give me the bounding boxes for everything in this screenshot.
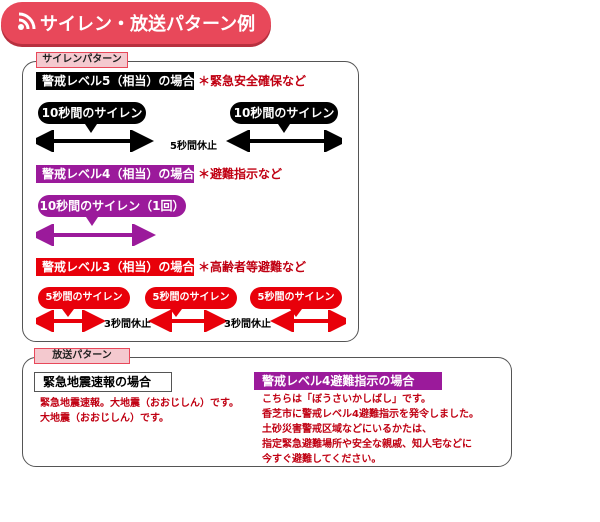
bubble-tail (278, 124, 290, 133)
level4-broadcast-message: こちらは「ぼうさいかしばし」です。 香芝市に警戒レベル4避難指示を発令しました。… (262, 392, 479, 467)
bubble-tail (86, 217, 98, 226)
page-title: サイレン・放送パターン例 (40, 14, 256, 35)
level3-rest-label-1: 3秒間休止 (104, 319, 151, 330)
earthquake-message-line: 緊急地震速報。大地震（おおじしん）です。 (40, 398, 239, 409)
level5-duration-arrows (36, 130, 342, 152)
broadcast-pattern-tab: 放送パターン (34, 348, 130, 364)
level4-message-line: 今すぐ避難してください。 (262, 454, 382, 465)
siren-sound-icon (18, 12, 36, 30)
level4-broadcast-title: 警戒レベル4避難指示の場合 (254, 372, 442, 390)
level4-message-line: 土砂災害警戒区域などにいるかたは、 (262, 424, 432, 435)
earthquake-message-line: 大地震（おおじしん）です。 (40, 413, 169, 424)
level3-label: 警戒レベル3（相当）の場合 (36, 258, 194, 276)
level4-duration-arrow (36, 224, 156, 246)
siren-pattern-tab: サイレンパターン (36, 52, 128, 68)
level5-rest-label: 5秒間休止 (170, 141, 217, 152)
level5-label: 警戒レベル5（相当）の場合 (36, 72, 194, 90)
level4-siren-bubble: 10秒間のサイレン（1回） (38, 195, 186, 217)
level5-siren-bubble-1: 10秒間のサイレン (38, 102, 146, 124)
level4-message-line: 香芝市に警戒レベル4避難指示を発令しました。 (262, 409, 479, 420)
level3-siren-bubble-3: 5秒間のサイレン (250, 287, 342, 309)
level4-message-line: こちらは「ぼうさいかしばし」です。 (262, 394, 431, 405)
level4-label: 警戒レベル4（相当）の場合 (36, 165, 194, 183)
bubble-tail (85, 124, 97, 133)
level4-note: ＊避難指示など (198, 167, 283, 181)
level3-note: ＊高齢者等避難など (198, 260, 307, 274)
header-banner (1, 2, 271, 44)
level3-siren-bubble-1: 5秒間のサイレン (38, 287, 130, 309)
level4-message-line: 指定緊急避難場所や安全な親戚、知人宅などに (262, 439, 472, 450)
earthquake-box-title: 緊急地震速報の場合 (34, 372, 172, 392)
level3-duration-arrows (36, 310, 346, 332)
level3-siren-bubble-2: 5秒間のサイレン (145, 287, 237, 309)
level3-rest-label-2: 3秒間休止 (224, 319, 271, 330)
earthquake-message: 緊急地震速報。大地震（おおじしん）です。 大地震（おおじしん）です。 (40, 396, 239, 426)
level5-siren-bubble-2: 10秒間のサイレン (230, 102, 338, 124)
level5-note: ＊緊急安全確保など (198, 74, 307, 88)
